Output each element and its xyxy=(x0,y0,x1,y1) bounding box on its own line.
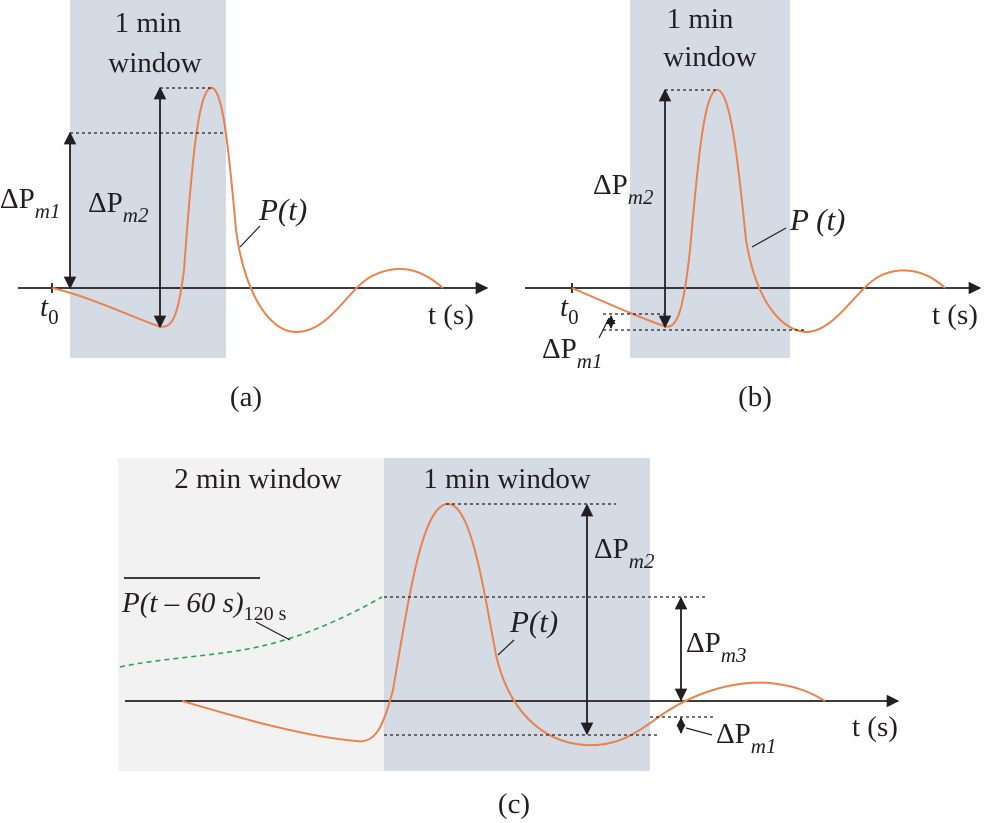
axis-label: t (s) xyxy=(428,299,474,331)
one-min-window-shading xyxy=(384,458,650,771)
window-label-line1: 1 min xyxy=(667,3,734,35)
dpm2-label: ΔPm2 xyxy=(593,169,654,209)
one-min-window-label: 1 min window xyxy=(423,463,591,495)
t0-label: t0 xyxy=(560,291,579,329)
dpm2-label: ΔPm2 xyxy=(88,187,149,227)
dpm3-label: ΔPm3 xyxy=(686,627,746,667)
one-min-window-shading xyxy=(70,0,226,358)
panel-caption: (c) xyxy=(498,788,530,820)
window-label-line2: window xyxy=(663,41,757,73)
moving-average-curve xyxy=(119,596,383,668)
panel-a: 1 min window ΔPm1 ΔPm2 P(t) t0 t (s) (a) xyxy=(0,0,489,413)
two-min-window-label: 2 min window xyxy=(174,463,342,495)
power-curve xyxy=(571,88,946,334)
dpm1-label-leader xyxy=(598,317,610,339)
panel-caption: (a) xyxy=(230,381,262,413)
panel-c: 2 min window 1 min window ΔPm2 ΔPm3 ΔPm1… xyxy=(118,458,900,820)
dpm1-label: ΔPm1 xyxy=(0,183,60,223)
curve-label: P(t) xyxy=(258,192,307,227)
panel-caption: (b) xyxy=(738,381,772,413)
panel-b: 1 min window ΔPm2 ΔPm1 P (t) t0 t (s) (b… xyxy=(525,0,982,413)
dpm2-label: ΔPm2 xyxy=(594,533,655,573)
curve-label-leader xyxy=(497,639,515,656)
curve-label: P (t) xyxy=(789,202,845,237)
window-label-line1: 1 min xyxy=(115,7,182,39)
t0-label: t0 xyxy=(40,291,59,329)
curve-label-leader xyxy=(239,225,261,248)
dpm1-label: ΔPm1 xyxy=(542,333,602,373)
average-label: P(t – 60 s)120 s xyxy=(121,587,287,625)
window-label-line2: window xyxy=(108,47,202,79)
axis-label: t (s) xyxy=(932,299,978,331)
curve-label-leader xyxy=(751,227,787,248)
power-curve xyxy=(181,502,826,747)
axis-label: t (s) xyxy=(852,711,898,743)
dpm1-label: ΔPm1 xyxy=(716,718,776,758)
average-label-leader xyxy=(255,621,291,641)
curve-label: P(t) xyxy=(509,604,558,639)
two-min-window-shading xyxy=(118,458,384,771)
dpm1-label-leader xyxy=(685,727,713,736)
